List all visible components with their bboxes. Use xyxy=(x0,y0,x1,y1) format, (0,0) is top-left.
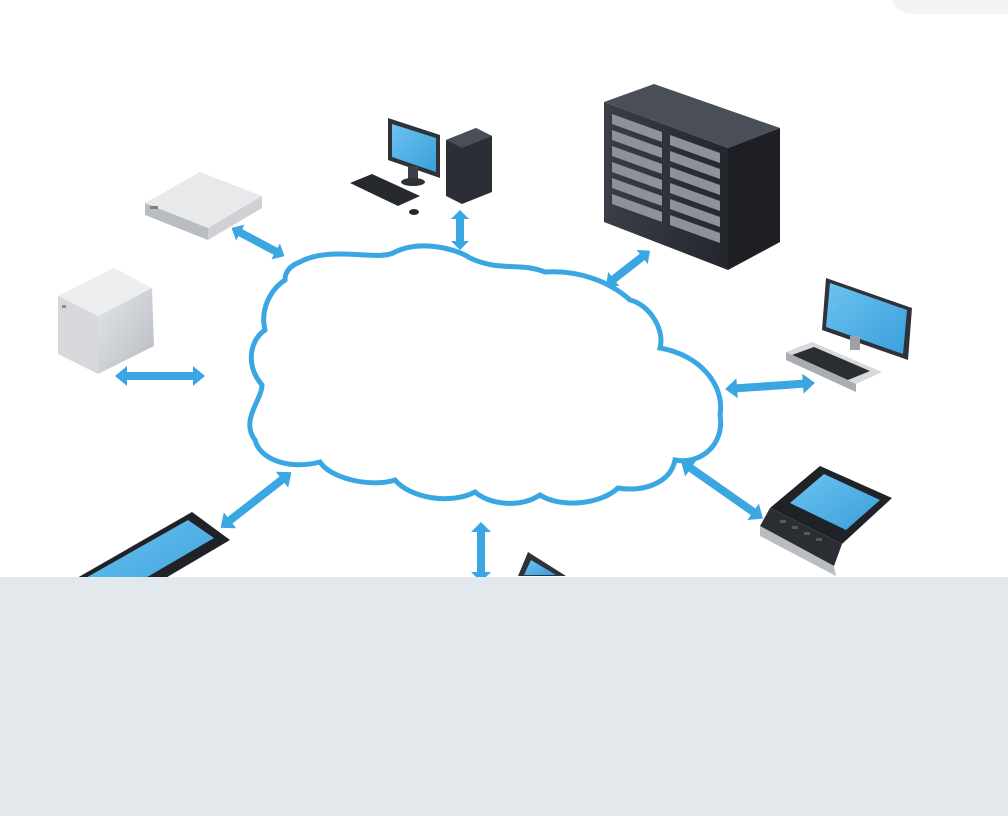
double-arrow-icon xyxy=(725,373,815,399)
corner-tab xyxy=(890,0,1008,14)
double-arrow-icon xyxy=(115,366,205,386)
double-arrow-icon xyxy=(451,210,469,250)
cloud-shape xyxy=(247,243,724,506)
laptop-icon xyxy=(786,278,912,392)
desktop-computer-icon xyxy=(350,118,492,215)
double-arrow-icon xyxy=(605,249,651,287)
network-box-icon xyxy=(145,172,262,240)
server-rack-icon xyxy=(604,84,780,270)
bottom-panel-left xyxy=(0,591,462,816)
double-arrow-icon xyxy=(231,224,285,260)
double-arrow-icon xyxy=(471,522,491,582)
connection-arrows xyxy=(115,210,815,582)
tower-server-icon xyxy=(58,268,154,374)
double-arrow-icon xyxy=(220,471,292,529)
smartphone-icon xyxy=(760,466,892,576)
double-arrow-icon xyxy=(681,460,763,520)
tablet-icon xyxy=(518,552,566,576)
